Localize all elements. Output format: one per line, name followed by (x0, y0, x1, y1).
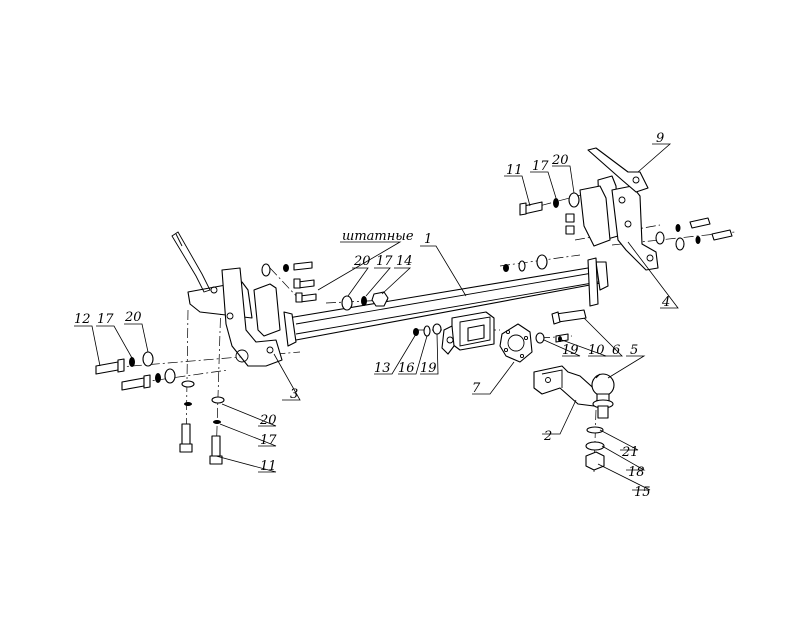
socket-plate-part-7 (499, 323, 533, 363)
hitch-bar-part-2 (533, 365, 601, 407)
part-labels: штатные 1 12 17 20 20 17 14 3 20 17 11 1… (74, 131, 670, 500)
crossbeam-part-1 (283, 261, 609, 355)
label-part-20-lower: 20 (259, 413, 277, 428)
left-bracket-part-3 (171, 231, 283, 367)
label-part-11-lower: 11 (260, 459, 277, 474)
label-part-17-lower: 17 (260, 433, 277, 448)
plate-part-9 (587, 147, 649, 193)
label-part-6: 6 (612, 343, 620, 358)
left-horizontal-fasteners (95, 351, 176, 391)
label-part-4: 4 (661, 295, 670, 310)
label-part-12: 12 (74, 312, 91, 327)
tow-ball-part-5 (591, 373, 615, 419)
label-part-1: 1 (424, 232, 432, 247)
label-part-19-right: 19 (562, 343, 579, 358)
label-part-17-center: 17 (376, 254, 393, 269)
label-part-19-center: 19 (420, 361, 437, 376)
label-shtatnye: штатные (342, 229, 414, 244)
bolt-part-6 (551, 309, 587, 325)
label-part-9: 9 (656, 131, 664, 146)
small-bolt-part-10 (555, 333, 569, 343)
right-outer-fasteners (655, 217, 733, 251)
label-part-20-right: 20 (551, 153, 569, 168)
label-part-2: 2 (543, 429, 552, 444)
label-part-17-left: 17 (97, 312, 114, 327)
ball-mount-fasteners-21-18-15 (585, 426, 605, 471)
label-part-13: 13 (374, 361, 391, 376)
label-part-20-center: 20 (353, 254, 371, 269)
label-part-5: 5 (630, 343, 638, 358)
label-part-7: 7 (472, 381, 481, 396)
left-vertical-fasteners (179, 380, 225, 465)
label-part-11-upper: 11 (506, 163, 523, 178)
label-part-15: 15 (634, 485, 651, 500)
center-washers-20-17-14 (341, 291, 389, 311)
label-part-10: 10 (588, 343, 605, 358)
label-part-3: 3 (290, 387, 298, 402)
leader-lines (74, 143, 679, 491)
right-side-fasteners-19 (535, 332, 545, 344)
right-bracket-part-4 (579, 175, 659, 307)
label-part-21: 21 (621, 445, 639, 460)
left-bracket-bolts (261, 261, 317, 303)
label-part-18: 18 (628, 465, 645, 480)
right-upper-fasteners (519, 192, 580, 235)
label-part-14: 14 (396, 254, 413, 269)
right-lower-fasteners (503, 254, 548, 272)
label-part-16: 16 (398, 361, 415, 376)
label-part-20-left: 20 (124, 310, 142, 325)
label-part-17-right: 17 (532, 159, 549, 174)
